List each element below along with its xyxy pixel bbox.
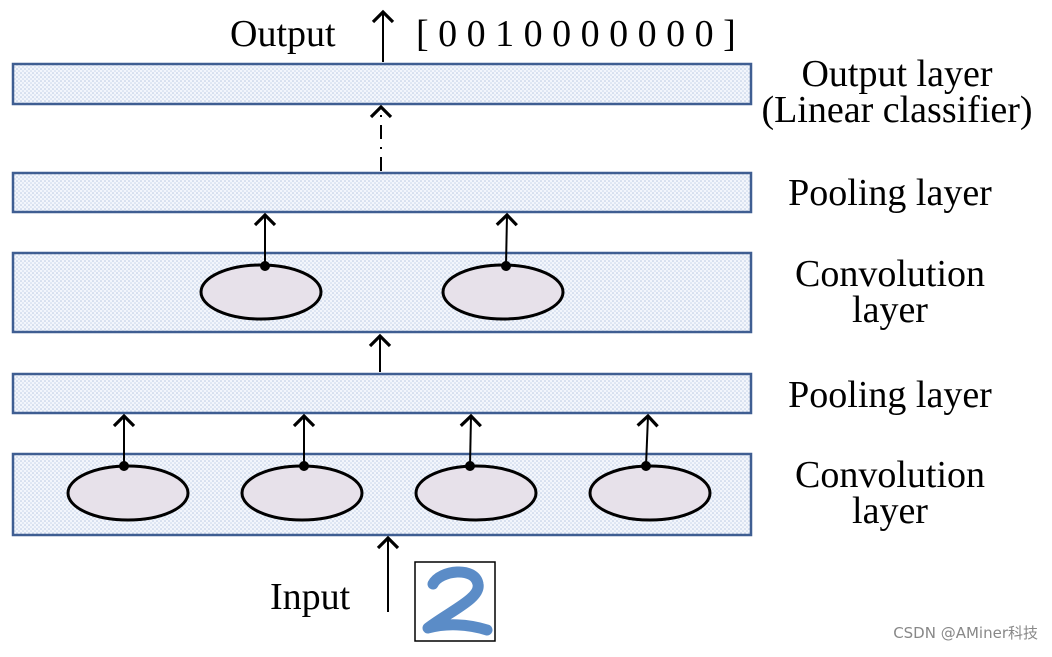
- convolution-layer-1-label-line2: layer: [852, 490, 928, 532]
- pooling-layer-1-label-line1: Pooling layer: [788, 374, 992, 416]
- input-label: Input: [270, 576, 351, 618]
- conv2-node-1: [199, 263, 323, 321]
- convolution-layer-1-label-line1: Convolution: [794, 454, 986, 496]
- convolution-layer-2-label-line2: layer: [852, 289, 928, 331]
- conv1-node-1: [66, 464, 190, 522]
- output-label: Output: [230, 13, 336, 55]
- convolution-layer-2-label: Convolution layer: [770, 253, 1010, 331]
- conv1-node-4: [588, 464, 712, 522]
- output-layer-label-line1: Output layer: [801, 53, 993, 95]
- convolution-layer-2-band: [11, 251, 753, 334]
- pooling-layer-2-label: Pooling layer: [770, 172, 1010, 214]
- convolution-layer-1-label: Convolution layer: [770, 454, 1010, 532]
- output-vector: [ 0 0 1 0 0 0 0 0 0 0 ]: [416, 13, 736, 55]
- pooling-layer-1-label: Pooling layer: [770, 374, 1010, 416]
- convolution-layer-2-label-line1: Convolution: [794, 253, 986, 295]
- conv1-node-dots: [119, 461, 651, 471]
- pooling-layer-1-band: [11, 372, 753, 415]
- conv2-node-dots: [260, 261, 511, 271]
- conv2-to-pool2-arrows: [253, 212, 518, 267]
- input-digit-image: [414, 561, 496, 642]
- output-layer-label: Output layer (Linear classifier): [752, 53, 1042, 131]
- conv2-node-2: [441, 263, 565, 321]
- pooling-layer-2-band: [11, 171, 753, 214]
- conv1-node-2: [240, 464, 364, 522]
- conv1-to-pool1-arrows: [112, 413, 659, 467]
- watermark: CSDN @AMiner科技: [893, 624, 1038, 642]
- output-layer-label-line2: (Linear classifier): [761, 89, 1033, 131]
- output-layer-band: [11, 62, 753, 106]
- conv1-node-3: [414, 464, 538, 522]
- pooling-layer-2-label-line1: Pooling layer: [788, 172, 992, 214]
